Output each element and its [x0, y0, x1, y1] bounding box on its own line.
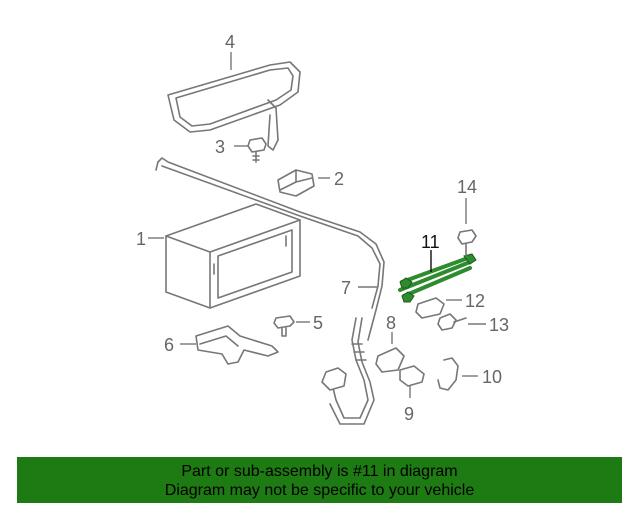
part-7-hold-down-rod[interactable] [155, 157, 385, 341]
part-4-battery-cover-seal[interactable] [167, 61, 301, 151]
part-11-battery-cable[interactable] [398, 253, 477, 303]
callout-leaders [148, 52, 486, 398]
callout-2[interactable]: 2 [334, 169, 344, 189]
callout-14[interactable]: 14 [457, 177, 477, 197]
part-3-bolt[interactable] [247, 137, 267, 163]
part-12-terminal[interactable] [415, 297, 445, 319]
part-info-banner: Part or sub-assembly is #11 in diagram D… [17, 457, 622, 503]
part-13-bolt[interactable] [437, 313, 467, 331]
callout-6[interactable]: 6 [164, 335, 174, 355]
callout-12[interactable]: 12 [465, 291, 485, 311]
callout-4[interactable]: 4 [225, 32, 235, 52]
part-8-sensor[interactable] [375, 347, 405, 373]
part-9-connector[interactable] [399, 365, 425, 387]
callout-10[interactable]: 10 [482, 367, 502, 387]
part-14-bolt[interactable] [457, 229, 477, 257]
part-5-push-pin[interactable] [273, 315, 295, 337]
exploded-parts-diagram: 4 3 2 1 5 6 7 8 9 10 11 12 13 14 [136, 32, 509, 425]
callout-11[interactable]: 11 [421, 232, 440, 252]
part-10-clip[interactable] [437, 357, 459, 391]
callout-7[interactable]: 7 [341, 278, 351, 298]
part-2-cover-clip[interactable] [277, 169, 315, 197]
callout-labels: 4 3 2 1 5 6 7 8 9 10 11 12 13 14 [136, 32, 509, 424]
callout-8[interactable]: 8 [386, 313, 396, 333]
part-6-bracket[interactable] [195, 325, 279, 365]
callout-3[interactable]: 3 [215, 137, 225, 157]
callout-1[interactable]: 1 [136, 229, 146, 249]
banner-disclaimer-line: Diagram may not be specific to your vehi… [164, 482, 475, 499]
part-7-cable-lower[interactable] [321, 317, 375, 425]
callout-9[interactable]: 9 [404, 404, 414, 424]
callout-5[interactable]: 5 [313, 313, 323, 333]
banner-part-line: Part or sub-assembly is #11 in diagram [181, 463, 458, 480]
part-1-battery-tray-box[interactable] [165, 203, 301, 309]
callout-13[interactable]: 13 [489, 315, 509, 335]
